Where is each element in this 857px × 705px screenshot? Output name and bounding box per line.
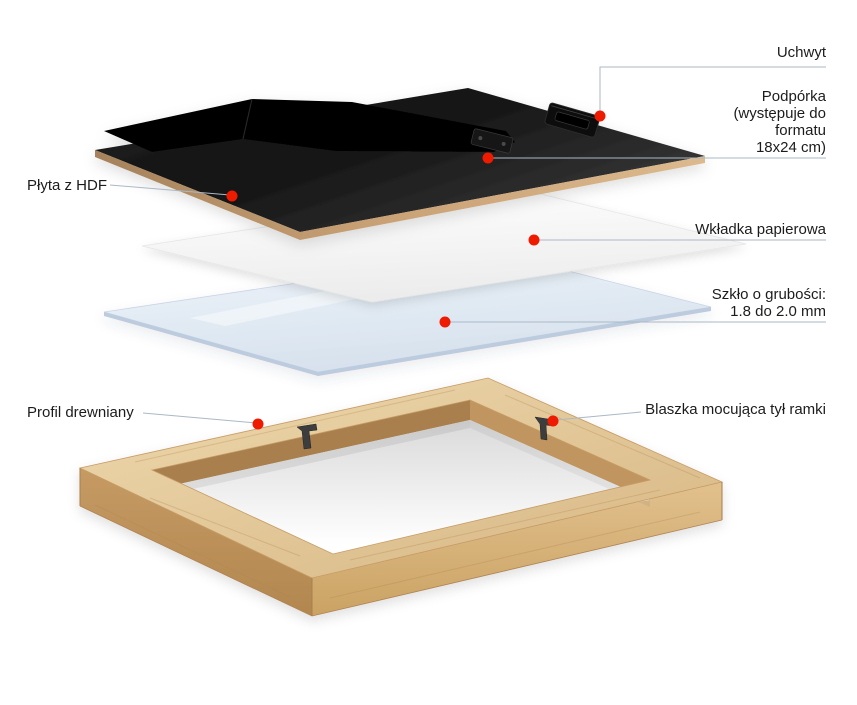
leader-line-profil [142,412,257,424]
wood-grain [94,389,701,599]
marker-dot-podporka [482,152,494,164]
frame-backing-shadow-left [152,420,470,498]
frame-inner-wall-left [152,400,470,490]
leader-line-uchwyt [599,66,826,116]
marker-dots [226,110,606,430]
marker-dot-szklo [439,316,451,328]
frame-corner-edges [79,468,723,617]
hdf-board-face [95,88,705,232]
folding-stand [104,99,515,152]
label-plyta: Płyta z HDF [27,177,108,194]
hdf-board [95,88,705,240]
stand-hinge [470,128,514,154]
label-szklo: Szkło o grubości: 1.8 do 2.0 mm [711,286,826,320]
frame-inner-wall-right [470,400,650,500]
leader-line-plyta [109,184,231,196]
marker-dot-wkladka [528,234,540,246]
marker-dot-blaszka [547,415,559,427]
frame-front-left-face [80,468,312,616]
frame-backing-shadow-right [470,420,650,507]
leader-lines [109,66,826,424]
hanger [544,102,600,138]
marker-dot-plyta [226,190,238,202]
label-podporka: Podpórka (występuje do formatu 18x24 cm) [733,88,826,156]
metal-tab-left [296,423,318,450]
marker-dot-uchwyt [594,110,606,122]
label-wkladka: Wkładka papierowa [695,221,826,238]
marker-dot-profil [252,418,264,430]
stand-fold-line [242,98,253,140]
hdf-board-edge [95,150,705,240]
leader-line-blaszka [555,411,642,421]
frame-front-right-face [312,482,722,616]
label-profil: Profil drewniany [27,404,134,421]
label-blaszka: Blaszka mocująca tył ramki [645,401,826,418]
label-uchwyt: Uchwyt [776,44,826,61]
